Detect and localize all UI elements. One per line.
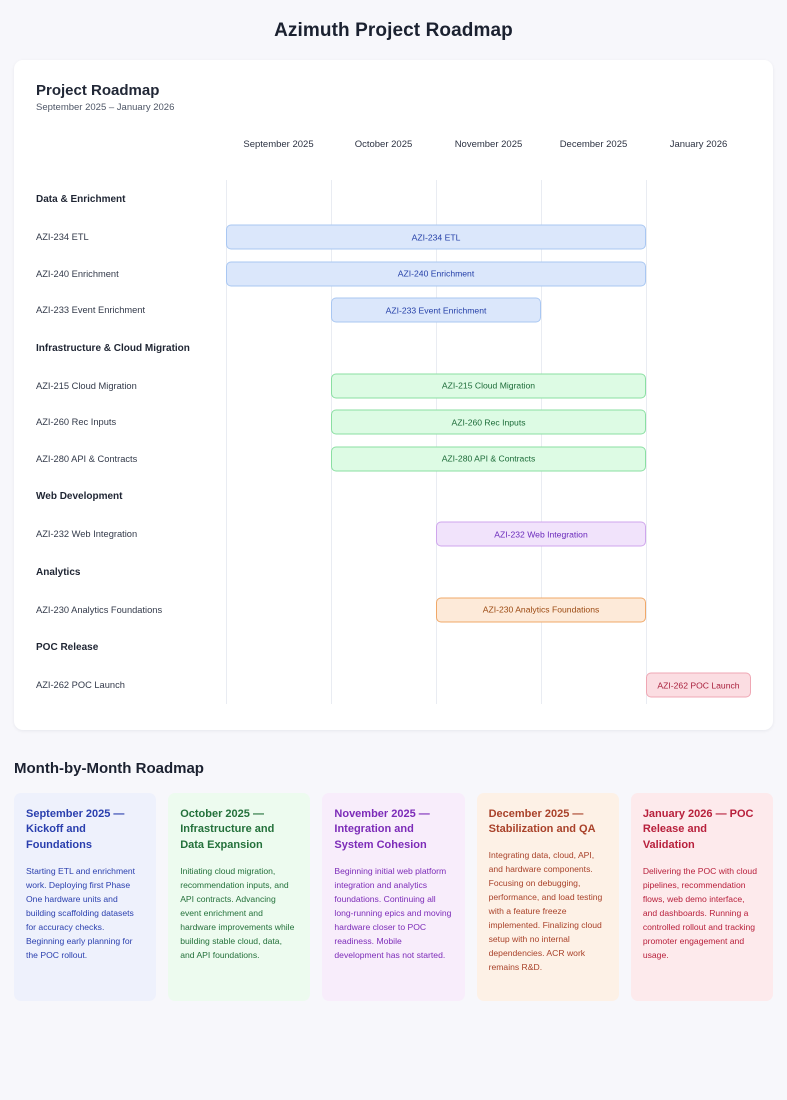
month-card-body: Beginning initial web platform integrati… [334,866,452,960]
month-card-heading: November 2025 — Integration and System C… [334,807,430,852]
gantt-task-label: AZI-215 Cloud Migration [36,380,137,391]
gantt-group-label: POC Release [36,642,99,653]
gantt-task-track: AZI-260 Rec Inputs [226,404,751,441]
gantt-group-row: Infrastructure & Cloud Migration [36,329,751,368]
gantt-bar[interactable]: AZI-232 Web Integration [436,521,646,547]
gantt-task-label: AZI-280 API & Contracts [36,453,138,464]
month-column-header: December 2025 [559,139,628,150]
month-card-body: Initiating cloud migration, recommendati… [180,866,295,960]
gantt-task-label: AZI-233 Event Enrichment [36,305,146,316]
gantt-group-row: POC Release [36,628,751,667]
month-card-body: Starting ETL and enrichment work. Deploy… [26,866,136,960]
month-card-body: Delivering the POC with cloud pipelines,… [642,866,757,960]
gantt-group-row: Data & Enrichment [36,180,751,219]
month-summary-card: September 2025 — Kickoff and Foundations… [14,792,157,1001]
gantt-task-label: AZI-240 Enrichment [36,268,119,279]
gantt-task-track: AZI-234 ETL [226,219,751,256]
month-cards-list: September 2025 — Kickoff and Foundations… [0,792,787,1019]
month-column-header: October 2025 [354,139,413,150]
gantt-bar[interactable]: AZI-234 ETL [226,224,646,250]
gantt-group-track [226,180,751,219]
gantt-group-track [226,553,751,592]
gantt-task-label: AZI-234 ETL [36,232,89,243]
month-card-body: Integrating data, cloud, API, and hardwa… [488,850,603,972]
gantt-bar[interactable]: AZI-230 Analytics Foundations [436,597,646,623]
gantt-task-label: AZI-232 Web Integration [36,529,138,540]
gantt-group-label: Data & Enrichment [36,194,126,205]
gantt-task-track: AZI-240 Enrichment [226,256,751,293]
month-column-header: September 2025 [243,139,314,150]
month-summary-card: November 2025 — Integration and System C… [322,792,465,1001]
gantt-task-track: AZI-262 POC Launch [226,667,751,704]
gantt-task-track: AZI-230 Analytics Foundations [226,592,751,629]
gantt-task-track: AZI-280 API & Contracts [226,441,751,478]
gantt-task-row[interactable]: AZI-230 Analytics Foundations AZI-230 Ana… [36,592,751,629]
month-summary-card: December 2025 — Stabilization and QA Inte… [476,792,619,1001]
gantt-bar[interactable]: AZI-262 POC Launch [646,672,751,698]
gantt-group-row: Analytics [36,553,751,592]
gantt-task-label: AZI-262 POC Launch [36,680,125,691]
month-card-heading: September 2025 — Kickoff and Foundations [26,807,125,852]
gantt-chart-card: Project Roadmap September 2025 – January… [14,60,773,730]
gantt-group-label: Infrastructure & Cloud Migration [36,342,190,354]
gantt-task-row[interactable]: AZI-233 Event Enrichment AZI-233 Event En… [36,292,751,329]
gantt-bar[interactable]: AZI-215 Cloud Migration [331,373,646,399]
gantt-group-track [226,329,751,368]
gantt-task-row[interactable]: AZI-232 Web Integration AZI-232 Web Integ… [36,516,751,553]
gantt-group-label: Analytics [36,566,81,578]
gantt-group-track [226,477,751,516]
month-card-heading: October 2025 — Infrastructure and Data E… [180,807,275,852]
gantt-task-row[interactable]: AZI-240 Enrichment AZI-240 Enrichment [36,256,751,293]
gantt-task-label: AZI-260 Rec Inputs [36,417,117,428]
month-section-title: Month-by-Month Roadmap [14,759,204,777]
month-header-row: September 2025 October 2025 November 2025 D… [226,139,751,159]
month-summary-card: October 2025 — Infrastructure and Data E… [168,792,311,1001]
gantt-task-label: AZI-230 Analytics Foundations [36,604,163,615]
gantt-task-row[interactable]: AZI-215 Cloud Migration AZI-215 Cloud Mig… [36,368,751,405]
gantt-bar[interactable]: AZI-240 Enrichment [226,261,646,287]
gantt-bar[interactable]: AZI-233 Event Enrichment [331,297,541,323]
gantt-group-track [226,628,751,667]
month-summary-card: January 2026 — POC Release and Validatio… [630,792,774,1001]
gantt-header: Project Roadmap September 2025 – January… [36,82,751,113]
month-column-header: January 2026 [669,139,728,150]
gantt-bar[interactable]: AZI-260 Rec Inputs [331,409,646,435]
gantt-task-track: AZI-215 Cloud Migration [226,368,751,405]
page-title: Azimuth Project Roadmap [274,20,513,41]
month-column-header: November 2025 [454,139,523,150]
gantt-task-row[interactable]: AZI-262 POC Launch AZI-262 POC Launch [36,667,751,704]
gantt-task-track: AZI-232 Web Integration [226,516,751,553]
gantt-group-row: Web Development [36,477,751,516]
gantt-task-row[interactable]: AZI-260 Rec Inputs AZI-260 Rec Inputs [36,404,751,441]
gantt-title: Project Roadmap [36,82,160,99]
gantt-task-row[interactable]: AZI-234 ETL AZI-234 ETL [36,219,751,256]
gantt-group-label: Web Development [36,491,123,502]
gantt-bar[interactable]: AZI-280 API & Contracts [331,446,646,472]
month-card-heading: January 2026 — POC Release and Validatio… [642,807,754,852]
month-card-heading: December 2025 — Stabilization and QA [488,807,596,836]
gantt-date-range: September 2025 – January 2026 [36,102,175,113]
gantt-task-track: AZI-233 Event Enrichment [226,292,751,329]
gantt-task-row[interactable]: AZI-280 API & Contracts AZI-280 API & Con… [36,441,751,478]
